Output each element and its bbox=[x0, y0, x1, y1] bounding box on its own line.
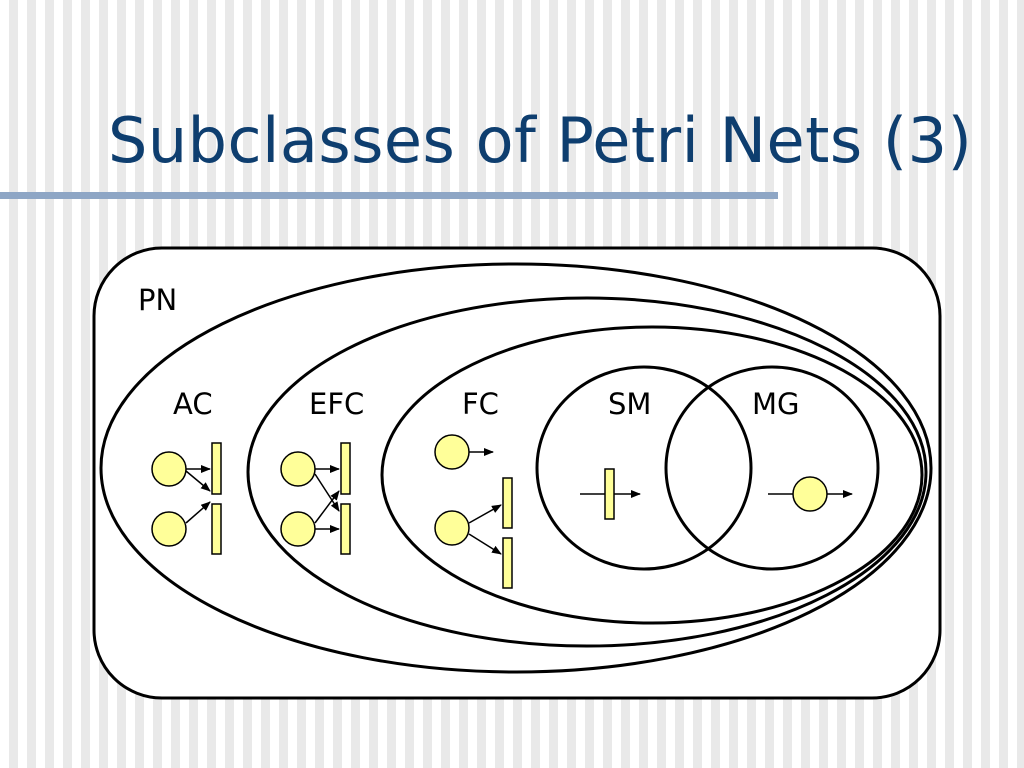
mg-label: MG bbox=[752, 387, 800, 421]
fc-place-1 bbox=[434, 434, 470, 470]
efc-label: EFC bbox=[309, 387, 364, 421]
ac-oval bbox=[99, 262, 933, 674]
sm-label: SM bbox=[608, 387, 651, 421]
sm-example-net bbox=[580, 468, 641, 520]
mg-circle bbox=[664, 365, 880, 571]
efc-place-1 bbox=[280, 451, 316, 487]
title-underline bbox=[0, 192, 778, 199]
efc-transition-2 bbox=[340, 503, 351, 555]
mg-place bbox=[792, 476, 828, 512]
pn-label: PN bbox=[138, 283, 177, 317]
mg-example-net bbox=[768, 476, 853, 512]
sm-transition bbox=[604, 468, 615, 520]
ac-place-1 bbox=[151, 451, 187, 487]
ac-example-net bbox=[151, 442, 222, 555]
sm-circle bbox=[535, 365, 753, 571]
pn-boundary bbox=[92, 246, 942, 700]
slide-title: Subclasses of Petri Nets (3) bbox=[108, 104, 973, 177]
efc-example-net bbox=[280, 442, 351, 555]
fc-transition-1 bbox=[502, 477, 513, 529]
fc-transition-2 bbox=[502, 537, 513, 589]
fc-place-2 bbox=[434, 510, 470, 546]
fc-oval bbox=[380, 325, 924, 625]
fc-label: FC bbox=[462, 387, 499, 421]
efc-place-2 bbox=[280, 511, 316, 547]
ac-transition-2 bbox=[211, 503, 222, 555]
efc-transition-1 bbox=[340, 442, 351, 495]
ac-place-2 bbox=[151, 511, 187, 547]
fc-example-net bbox=[434, 434, 513, 589]
efc-oval bbox=[246, 296, 928, 648]
ac-label: AC bbox=[173, 387, 213, 421]
ac-transition-1 bbox=[211, 442, 222, 495]
